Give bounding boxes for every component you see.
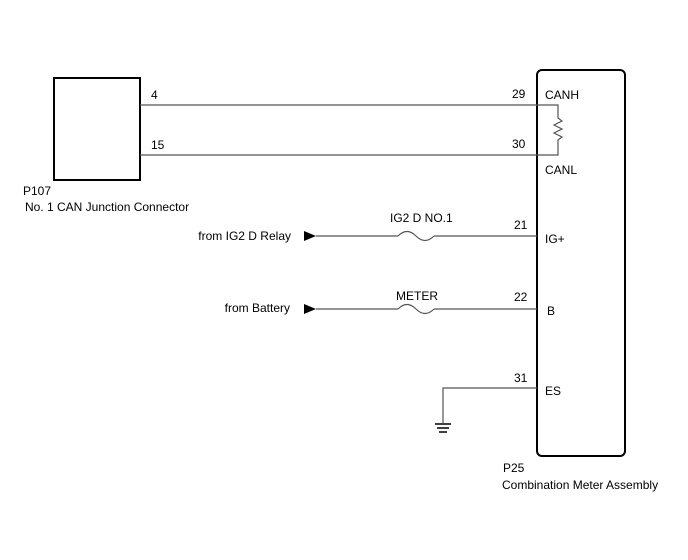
termination-resistor — [537, 104, 564, 156]
p25-pin-ig: 21 — [514, 218, 528, 232]
p25-code: P25 — [503, 461, 525, 475]
p25-pin-es: 31 — [514, 371, 528, 385]
terminal-canl: CANL — [545, 163, 577, 177]
terminal-b: B — [547, 304, 555, 318]
p107-connector-box — [53, 77, 141, 181]
fuse-meter-icon — [397, 303, 435, 315]
fuse-ig2-label: IG2 D NO.1 — [390, 211, 453, 225]
arrow-icon — [304, 304, 316, 314]
p107-name: No. 1 CAN Junction Connector — [25, 200, 189, 214]
p25-pin-canl: 30 — [512, 137, 526, 151]
p25-name: Combination Meter Assembly — [502, 478, 658, 492]
p107-pin-canh: 4 — [151, 88, 158, 102]
fuse-ig2-icon — [397, 230, 435, 242]
source-ig2-relay: from IG2 D Relay — [198, 229, 291, 243]
p25-meter-box — [536, 69, 626, 457]
p25-pin-canh: 29 — [512, 87, 526, 101]
p107-pin-canl: 15 — [151, 138, 165, 152]
es-wire — [442, 387, 537, 423]
p25-pin-b: 22 — [514, 290, 528, 304]
terminal-ig: IG+ — [545, 232, 565, 246]
fuse-meter-label: METER — [396, 289, 438, 303]
terminal-es: ES — [545, 384, 561, 398]
terminal-canh: CANH — [545, 88, 579, 102]
source-battery: from Battery — [225, 301, 290, 315]
arrow-icon — [304, 231, 316, 241]
p107-code: P107 — [23, 184, 51, 198]
